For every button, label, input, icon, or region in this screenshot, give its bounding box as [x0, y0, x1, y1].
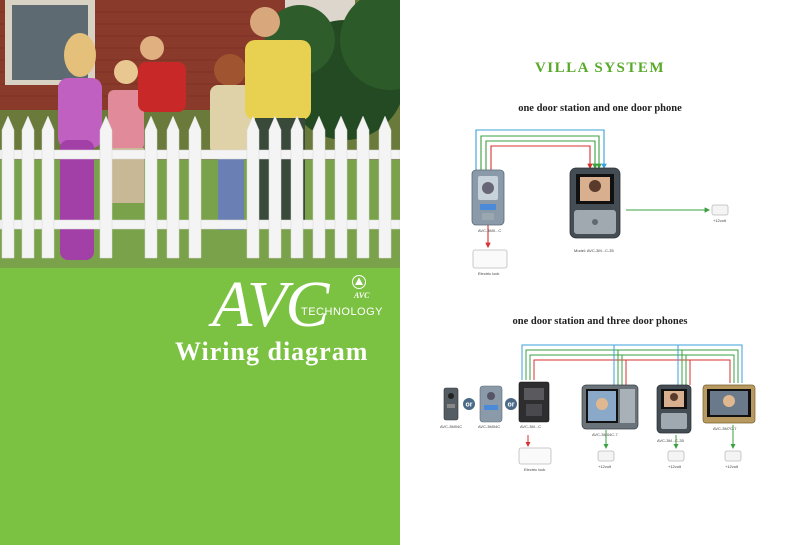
diagram2-output-b [667, 450, 685, 462]
diagram2-output-c [724, 450, 742, 462]
diagram2-station-c [518, 381, 550, 423]
diagram2-output-a [597, 450, 615, 462]
diagram1-output [711, 204, 729, 216]
diagram2-station-c-label: AVC-3M...C [520, 424, 541, 429]
diagram1-lock-label: Electric lock [478, 271, 499, 276]
family-photo [0, 0, 400, 268]
brand-triangle-icon [352, 275, 366, 289]
diagram2-monitor-b [656, 384, 692, 434]
cover-page: AVC TECHNOLOGY AVC Wiring diagram [0, 0, 400, 545]
diagram2-lock-label: Electric lock [524, 467, 545, 472]
diagram2-station-b-label: AVC-3M04C [478, 424, 500, 429]
section2-title: one door station and three door phones [512, 316, 688, 327]
diagram-page: VILLA SYSTEM one door station and one do… [400, 0, 800, 545]
brand-logo-text: AVC [212, 268, 329, 341]
diagram2-station-a-label: AVC-3M04C [440, 424, 462, 429]
page-title: VILLA SYSTEM [534, 60, 666, 76]
diagram2-wires [521, 344, 743, 449]
diagram2-monitor-c [702, 384, 756, 424]
diagram2-or-badge-2: or [505, 398, 517, 410]
diagram2-monitor-b-label: AVC-3M...C-35 [657, 438, 685, 443]
section1-title: one door station and one door phone [518, 103, 682, 114]
green-panel [0, 268, 400, 545]
diagram2-station-b [479, 385, 503, 423]
diagram2-monitor-c-label: AVC-3M7C-7 [713, 426, 737, 431]
diagram1-output-label: +12volt [713, 218, 727, 223]
or-label-1: or [466, 402, 473, 409]
diagram2-electric-lock [518, 447, 552, 465]
diagram1-electric-lock [472, 249, 508, 269]
diagram2-output-a-label: +12volt [598, 464, 612, 469]
diagram1-door-station [471, 169, 505, 226]
brand-technology: TECHNOLOGY [301, 306, 384, 318]
diagram1-door-station-label: AVC-3M0...C [478, 228, 501, 233]
cover-title: Wiring diagram [175, 337, 369, 366]
diagram1-monitor-label: Model: AVC-3M...C-35 [574, 248, 614, 253]
diagram2-monitor-a-label: AVC-3M04C-7 [592, 432, 618, 437]
diagram1-monitor [569, 167, 621, 239]
diagram1-wires [475, 129, 711, 249]
or-label-2: or [508, 402, 515, 409]
diagram2-output-c-label: +12volt [725, 464, 739, 469]
wiring-diagrams: AVC-3M0...C Model: AVC-3M...C-35 Electri… [440, 129, 756, 472]
diagram2-station-a [443, 387, 459, 421]
brand-mini-logo: AVC [354, 291, 370, 300]
diagram2-output-b-label: +12volt [668, 464, 682, 469]
diagram2-monitor-a [581, 384, 639, 430]
diagram2-or-badge-1: or [463, 398, 475, 410]
